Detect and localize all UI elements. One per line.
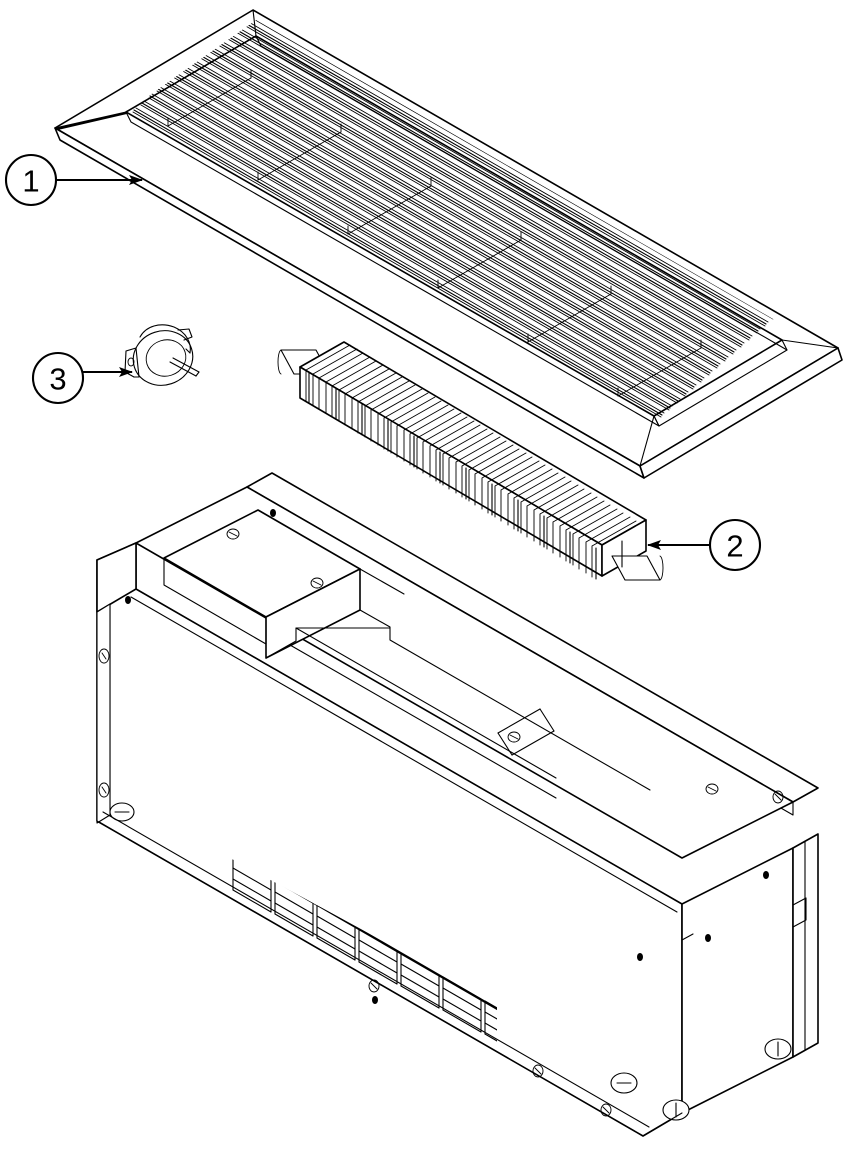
callout-1-circle[interactable] [4,153,58,207]
callout-3[interactable]: 3 [31,351,133,405]
callout-2-number: 2 [726,529,743,564]
callout-1[interactable]: 1 [4,153,143,207]
callout-2[interactable]: 2 [647,518,762,572]
callout-3-number: 3 [49,362,66,397]
part-grille-assembly [54,9,843,479]
callout-3-circle[interactable] [31,351,85,405]
part-thermostat-switch [124,324,200,386]
callout-1-number: 1 [22,164,39,199]
element-fins [305,344,637,578]
part-heating-element [277,341,664,581]
callout-2-circle[interactable] [708,518,762,572]
part-housing-cabinet [96,472,819,1137]
